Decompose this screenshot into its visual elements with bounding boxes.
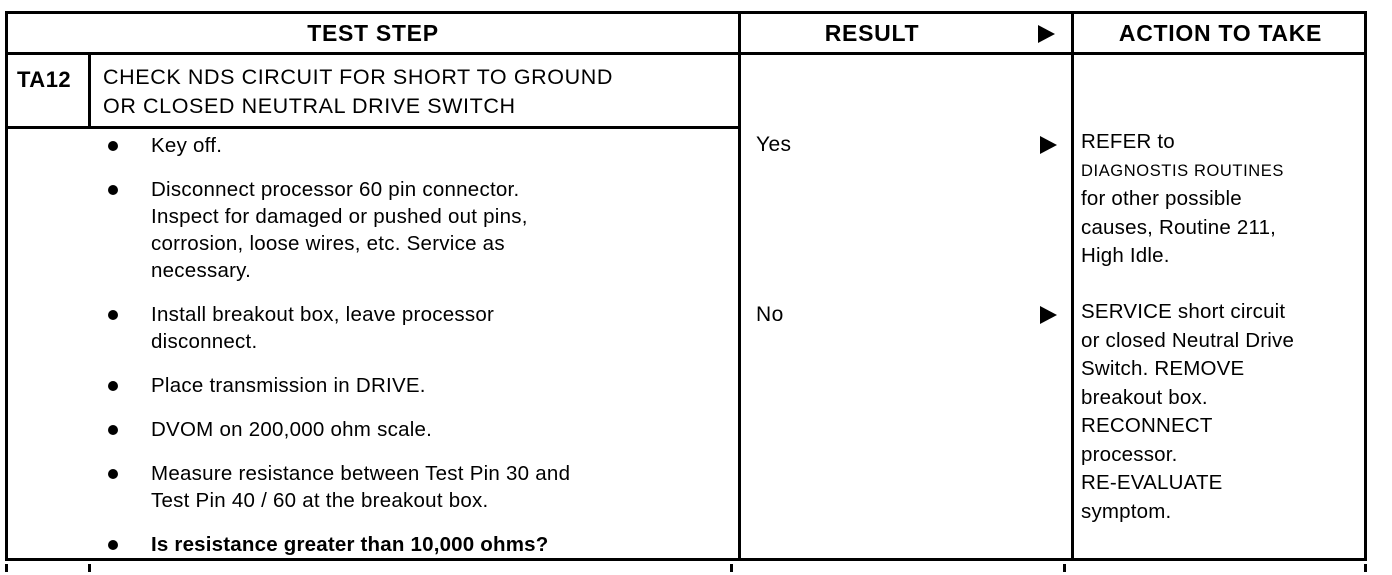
test-step-bullet: DVOM on 200,000 ohm scale.: [8, 416, 735, 443]
bullet-dot-icon: [108, 185, 118, 195]
action-text-line: causes, Routine 211,: [1081, 215, 1277, 239]
bullet-dot-icon: [108, 469, 118, 479]
test-step-bullet: Place transmission in DRIVE.: [8, 372, 735, 399]
bullet-text-line: Disconnect processor 60 pin connector.: [151, 178, 520, 201]
step-title-row: TA12 CHECK NDS CIRCUIT FOR SHORT TO GROU…: [8, 55, 738, 129]
action-text-yes: REFER to DIAGNOSTIS ROUTINES for other pos…: [1081, 128, 1367, 271]
step-code-cell: TA12: [8, 55, 91, 126]
diagnostic-test-table: TEST STEP RESULT ACTION TO TAKE TA12 CHE…: [5, 11, 1367, 561]
border-stub-left: [5, 564, 8, 572]
test-step-bullet-list: Key off. Disconnect processor 60 pin conn…: [8, 132, 735, 575]
bullet-text-line: corrosion, loose wires, etc. Service as: [151, 232, 505, 255]
border-stub-right: [1364, 564, 1367, 572]
action-text-line: DIAGNOSTIS ROUTINES: [1081, 161, 1285, 180]
bullet-text-line: Place transmission in DRIVE.: [151, 374, 426, 397]
step-title-cell: CHECK NDS CIRCUIT FOR SHORT TO GROUND OR…: [103, 63, 728, 121]
bullet-dot-icon: [108, 141, 118, 151]
action-text-line: symptom.: [1081, 499, 1172, 523]
step-code-label: TA12: [17, 67, 72, 92]
action-text-line: or closed Neutral Drive: [1081, 328, 1295, 352]
action-text-line: High Idle.: [1081, 244, 1170, 267]
right-triangle-icon: [1038, 25, 1055, 43]
test-step-bullet: Disconnect processor 60 pin connector. In…: [8, 176, 735, 284]
column-header-result: RESULT: [824, 20, 920, 46]
action-text-line: for other possible: [1081, 187, 1242, 210]
action-text-line: RECONNECT: [1081, 414, 1213, 437]
test-step-bullet: Is resistance greater than 10,000 ohms?: [8, 531, 735, 558]
right-triangle-icon: [1040, 306, 1057, 324]
column-divider-result: [738, 14, 741, 561]
action-text-line: REFER to: [1081, 130, 1175, 153]
action-text-no: SERVICE short circuit or closed Neutral D…: [1081, 298, 1367, 526]
bullet-dot-icon: [108, 310, 118, 320]
next-row-fragment: [5, 564, 1367, 572]
test-step-bullet: Key off.: [8, 132, 735, 159]
table-header-row: TEST STEP RESULT ACTION TO TAKE: [8, 14, 1364, 55]
bullet-text-line: necessary.: [151, 259, 252, 282]
border-stub-action: [1063, 564, 1066, 572]
step-title-line-1: CHECK NDS CIRCUIT FOR SHORT TO GROUND: [103, 65, 613, 89]
column-divider-action: [1071, 14, 1074, 561]
bullet-text-line: Key off.: [151, 134, 223, 157]
action-text-line: processor.: [1081, 442, 1178, 466]
column-header-test-step: TEST STEP: [307, 20, 439, 46]
border-stub-result: [730, 564, 733, 572]
result-value-no: No: [756, 303, 784, 326]
bullet-text-line: disconnect.: [151, 330, 258, 353]
bullet-dot-icon: [108, 425, 118, 435]
bullet-text-line: DVOM on 200,000 ohm scale.: [151, 418, 433, 441]
column-header-action-to-take: ACTION TO TAKE: [1118, 20, 1323, 46]
test-step-bullet: Measure resistance between Test Pin 30 a…: [8, 460, 735, 514]
bullet-text-line: Is resistance greater than 10,000 ohms?: [151, 533, 549, 556]
bullet-dot-icon: [108, 540, 118, 550]
right-triangle-icon: [1040, 136, 1057, 154]
bullet-text-line: Install breakout box, leave processor: [151, 303, 495, 326]
result-value-yes: Yes: [756, 133, 792, 156]
step-title-line-2: OR CLOSED NEUTRAL DRIVE SWITCH: [103, 94, 516, 118]
bullet-text-line: Measure resistance between Test Pin 30 a…: [151, 462, 571, 485]
bullet-text-line: Test Pin 40 / 60 at the breakout box.: [151, 489, 489, 512]
test-step-bullet: Install breakout box, leave processor dis…: [8, 301, 735, 355]
action-text-line: Switch. REMOVE: [1081, 357, 1245, 380]
action-text-line: RE-EVALUATE: [1081, 471, 1223, 494]
border-stub-code: [88, 564, 91, 572]
bullet-dot-icon: [108, 381, 118, 391]
action-text-line: SERVICE short circuit: [1081, 300, 1286, 323]
action-text-line: breakout box.: [1081, 385, 1208, 409]
bullet-text-line: Inspect for damaged or pushed out pins,: [151, 205, 528, 228]
